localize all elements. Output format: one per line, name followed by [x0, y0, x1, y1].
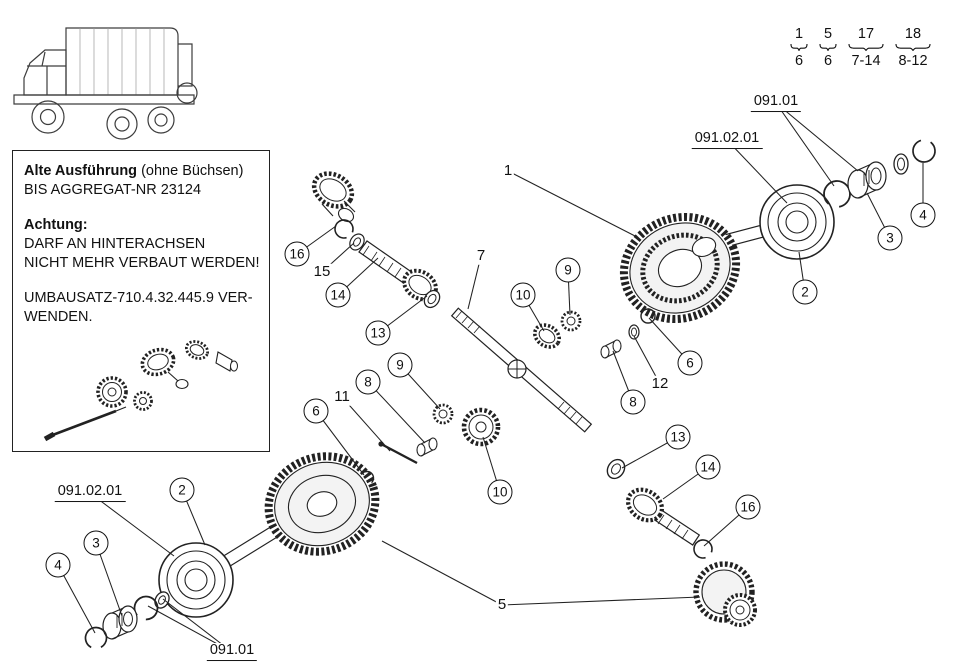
- circlip-top: [823, 180, 851, 208]
- output-pinion-bottom: [606, 458, 757, 627]
- snap-ring-bottom: [84, 626, 108, 650]
- reference-entry-3: 17 7-14: [848, 26, 884, 69]
- output-gear-assembly: [84, 452, 380, 650]
- circlip-16-bottom: [693, 539, 713, 559]
- ring-6-upper: [640, 308, 656, 324]
- info-note-line1: UMBAUSATZ-710.4.32.445.9 VER-: [24, 290, 253, 306]
- ref-bottom-number: 8-12: [898, 53, 928, 69]
- snap-ring-top: [912, 139, 936, 163]
- ref-top-number: 1: [794, 26, 804, 42]
- reference-entry-4: 18 8-12: [895, 26, 931, 69]
- brace-icon: [848, 43, 884, 51]
- ref-top-number: 17: [857, 26, 875, 42]
- large-gear: [264, 452, 380, 556]
- leader-line: [775, 102, 859, 172]
- info-note-line2: WENDEN.: [24, 309, 93, 325]
- info-box-parts: [43, 340, 238, 442]
- ring-13-top: [423, 289, 441, 309]
- input-pinion-top: [311, 171, 441, 309]
- info-title: Alte Ausführung (ohne Büchsen): [24, 162, 258, 181]
- differential-shaft-group: [359, 307, 656, 486]
- ref-top-number: 18: [904, 26, 922, 42]
- leader-line: [89, 492, 175, 557]
- reference-entry-1: 1 6: [790, 26, 808, 69]
- info-attention-line2: NICHT MEHR VERBAUT WERDEN!: [24, 255, 260, 271]
- circlip-16-top: [334, 219, 354, 239]
- leader-line: [507, 170, 638, 238]
- brace-icon: [819, 43, 837, 51]
- journal-8-lower: [416, 437, 438, 457]
- gear-cluster: [693, 561, 757, 627]
- brace-icon: [790, 43, 808, 51]
- bevel-gear-head-bottom: [625, 487, 665, 523]
- spacer-ring-bottom: [154, 591, 170, 609]
- reference-table: 1 6 5 6 17 7-14 18 8-12: [790, 26, 931, 69]
- leader-line: [341, 396, 391, 452]
- leader-line: [381, 540, 503, 606]
- spider-gear-10-lower: [461, 407, 501, 447]
- ref-bottom-number: 6: [823, 53, 833, 69]
- bearing-housing-top: [759, 184, 835, 260]
- roller-bearing-bottom: [102, 605, 138, 640]
- reference-entry-2: 5 6: [819, 26, 837, 69]
- info-aggregate-line: BIS AGGREGAT-NR 23124: [24, 182, 202, 198]
- info-attention-label-line: Achtung:: [24, 216, 258, 235]
- leader-line: [467, 255, 482, 310]
- info-attention-line1: DARF AN HINTERACHSEN: [24, 236, 206, 252]
- leader-line: [501, 596, 701, 606]
- journal-8-upper: [600, 339, 622, 359]
- washer-15: [349, 233, 365, 251]
- ring-13-bottom: [606, 458, 626, 480]
- info-attention-label: Achtung:: [24, 217, 88, 233]
- ref-bottom-number: 7-14: [851, 53, 881, 69]
- leader-line: [726, 139, 788, 204]
- roller-bearing-top: [847, 161, 887, 199]
- spacer-ring-top: [893, 153, 909, 175]
- spider-gear-10-upper: [533, 323, 561, 349]
- info-title-bold: Alte Ausführung: [24, 163, 138, 179]
- crown-wheel-assembly: [619, 139, 936, 324]
- pin-11: [382, 443, 418, 465]
- bevel-gear-rear: [311, 171, 355, 209]
- truck-sketch: [13, 27, 198, 140]
- ref-bottom-number: 6: [794, 53, 804, 69]
- brace-icon: [895, 43, 931, 51]
- splined-washer-9-lower: [432, 403, 454, 425]
- leader-line: [775, 102, 835, 187]
- bearing-housing-bottom: [158, 542, 234, 618]
- info-box: Alte Ausführung (ohne Büchsen) BIS AGGRE…: [12, 150, 270, 452]
- ref-top-number: 5: [823, 26, 833, 42]
- info-title-rest: (ohne Büchsen): [137, 163, 244, 179]
- splined-washer-9-upper: [560, 310, 582, 332]
